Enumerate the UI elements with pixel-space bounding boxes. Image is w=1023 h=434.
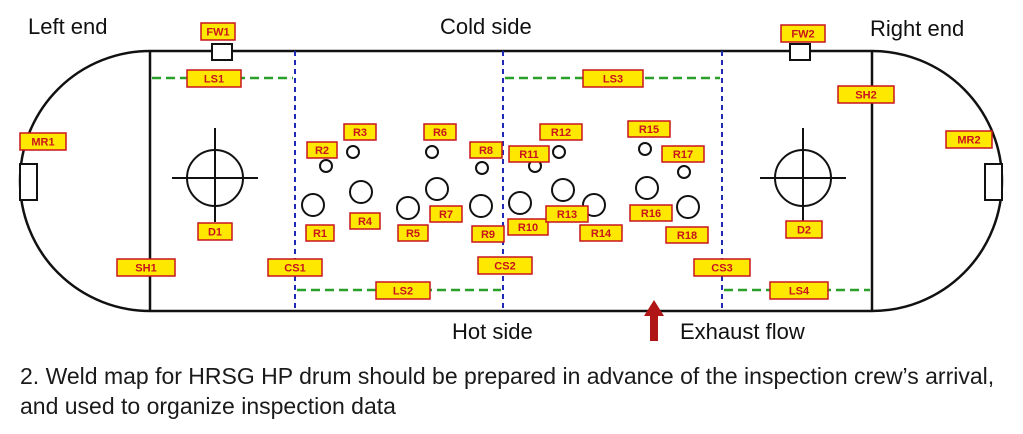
riser-hole-r10 — [508, 191, 532, 215]
weld-tag-r14-text: R14 — [591, 228, 612, 240]
weld-tag-cs2: CS2 — [477, 256, 533, 275]
weld-tag-r6-text: R6 — [433, 127, 447, 139]
riser-hole-r18 — [676, 195, 700, 219]
weld-tag-r2-text: R2 — [315, 145, 329, 157]
exhaust-flow-label: Exhaust flow — [680, 319, 805, 344]
weld-tag-mr2-text: MR2 — [957, 135, 980, 147]
weld-tag-r18: R18 — [665, 226, 709, 244]
weld-tag-mr1: MR1 — [19, 132, 67, 151]
weld-tag-cs1: CS1 — [267, 258, 323, 277]
weld-tag-r13: R13 — [545, 205, 589, 223]
weld-tag-fw2-text: FW2 — [791, 29, 814, 41]
manway-mr2 — [984, 163, 1003, 201]
weld-tag-r5-text: R5 — [406, 228, 420, 240]
weld-tag-r15-text: R15 — [639, 124, 659, 136]
riser-hole-r1 — [301, 193, 325, 217]
riser-hole-r8 — [475, 161, 489, 175]
weld-tag-ls4: LS4 — [769, 281, 829, 300]
weld-tag-ls2-text: LS2 — [393, 286, 413, 298]
weld-tag-r10: R10 — [507, 218, 549, 236]
weld-tag-r11: R11 — [508, 145, 550, 163]
weld-tag-r16-text: R16 — [641, 208, 661, 220]
riser-hole-r15 — [638, 142, 652, 156]
riser-hole-r13 — [551, 178, 575, 202]
riser-holes — [301, 142, 700, 220]
weld-tag-r5: R5 — [397, 224, 429, 242]
weld-tag-r13-text: R13 — [557, 209, 577, 221]
weld-tag-r3-text: R3 — [353, 127, 367, 139]
weld-tag-d2-text: D2 — [797, 225, 811, 237]
feedwater-nozzle-fw1 — [211, 43, 233, 61]
weld-tag-r18-text: R18 — [677, 230, 697, 242]
weld-tag-mr2: MR2 — [945, 130, 993, 149]
weld-tag-sh1: SH1 — [116, 258, 176, 277]
weld-tag-r8-text: R8 — [479, 145, 493, 157]
weld-tag-r4-text: R4 — [358, 216, 373, 228]
weld-tag-sh1-text: SH1 — [135, 263, 156, 275]
weld-tag-r8: R8 — [469, 141, 503, 159]
right-end-label: Right end — [870, 16, 964, 41]
weld-tag-ls4-text: LS4 — [789, 286, 810, 298]
weld-tag-r16: R16 — [629, 204, 673, 222]
weld-tag-d1: D1 — [197, 222, 233, 241]
weld-tag-fw1-text: FW1 — [206, 27, 229, 39]
weld-tag-mr1-text: MR1 — [31, 137, 54, 149]
weld-tag-r6: R6 — [423, 123, 457, 141]
riser-hole-r12 — [552, 145, 566, 159]
hot-side-label: Hot side — [452, 319, 533, 344]
weld-tag-r14: R14 — [579, 224, 623, 242]
weld-tag-sh2-text: SH2 — [855, 90, 876, 102]
weld-tag-r17-text: R17 — [673, 149, 693, 161]
weld-tag-ls3: LS3 — [582, 69, 644, 88]
riser-hole-r9 — [469, 194, 493, 218]
manway-mr1 — [19, 163, 38, 201]
riser-hole-r3 — [346, 145, 360, 159]
weld-tag-r11-text: R11 — [519, 149, 539, 161]
riser-hole-r2 — [319, 159, 333, 173]
weld-tag-ls2: LS2 — [375, 281, 431, 300]
weld-tag-cs2-text: CS2 — [494, 261, 515, 273]
cold-side-label: Cold side — [440, 14, 532, 39]
left-end-label: Left end — [28, 14, 108, 39]
weld-tag-r7-text: R7 — [439, 209, 453, 221]
weld-tag-r9: R9 — [471, 225, 505, 243]
weld-tag-r1: R1 — [305, 224, 335, 242]
weld-tag-r2: R2 — [306, 141, 338, 159]
weld-tag-r9-text: R9 — [481, 229, 495, 241]
feedwater-nozzle-fw2 — [789, 43, 811, 61]
weld-tag-cs3: CS3 — [693, 258, 751, 277]
weld-tag-sh2: SH2 — [837, 85, 895, 104]
weld-tag-fw1: FW1 — [200, 22, 236, 41]
weld-tag-cs3-text: CS3 — [711, 263, 732, 275]
weld-tag-cs1-text: CS1 — [284, 263, 305, 275]
weld-tag-r1-text: R1 — [313, 228, 327, 240]
weld-tag-d2: D2 — [785, 220, 823, 239]
weld-tag-fw2: FW2 — [780, 24, 826, 43]
figure-caption: 2. Weld map for HRSG HP drum should be p… — [20, 363, 995, 419]
riser-hole-r4 — [349, 180, 373, 204]
weld-tag-r4: R4 — [349, 212, 381, 230]
riser-hole-r5 — [396, 196, 420, 220]
weld-tag-r15: R15 — [627, 120, 671, 138]
weld-tag-r12-text: R12 — [551, 127, 571, 139]
weld-tag-ls3-text: LS3 — [603, 74, 623, 86]
exhaust-flow-arrow — [644, 300, 664, 341]
weld-tag-r17: R17 — [661, 145, 705, 163]
riser-hole-r6 — [425, 145, 439, 159]
weld-tag-r7: R7 — [429, 205, 463, 223]
weld-tag-d1-text: D1 — [208, 227, 222, 239]
riser-hole-r7 — [425, 177, 449, 201]
weld-tag-ls1: LS1 — [186, 69, 242, 88]
riser-hole-r16 — [635, 176, 659, 200]
riser-hole-r17 — [677, 165, 691, 179]
weld-tag-ls1-text: LS1 — [204, 74, 224, 86]
downcomer-d2-crosshair — [760, 128, 846, 222]
weld-tag-r10-text: R10 — [518, 222, 538, 234]
downcomer-d1-crosshair — [172, 128, 258, 222]
weld-tag-r12: R12 — [539, 123, 583, 141]
weld-tag-r3: R3 — [343, 123, 377, 141]
